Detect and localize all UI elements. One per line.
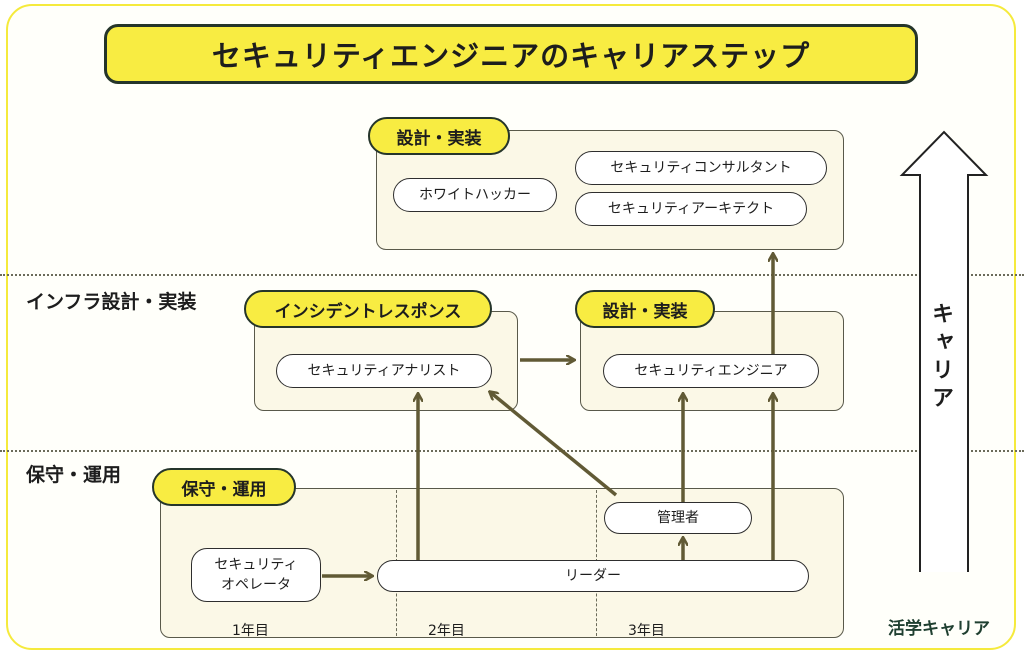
- arrow-manager-to-analyst: [490, 392, 618, 497]
- incident-response-tag: インシデントレスポンス: [244, 290, 492, 328]
- role-security-engineer: セキュリティエンジニア: [603, 354, 819, 388]
- ops-tag: 保守・運用: [152, 468, 296, 506]
- tier-divider-infra: [0, 274, 1024, 276]
- mid-design-tag: 設計・実装: [575, 290, 715, 328]
- top-design-tag: 設計・実装: [368, 117, 510, 155]
- role-leader: リーダー: [377, 560, 809, 592]
- role-security-operator: セキュリティ オペレータ: [191, 548, 321, 602]
- role-manager: 管理者: [604, 502, 752, 534]
- role-security-consultant: セキュリティコンサルタント: [575, 151, 827, 185]
- role-white-hacker: ホワイトハッカー: [393, 178, 557, 212]
- role-security-architect: セキュリティアーキテクト: [575, 192, 807, 226]
- year-label-3: 3年目: [628, 623, 665, 639]
- role-security-analyst: セキュリティアナリスト: [276, 354, 492, 388]
- page-title: セキュリティエンジニアのキャリアステップ: [104, 24, 918, 84]
- tier-divider-ops: [0, 450, 1024, 452]
- brand-logo-text: 活学キャリア: [888, 619, 990, 639]
- career-arrow-label: キャリア: [928, 302, 953, 414]
- tier-label-infra: インフラ設計・実装: [26, 291, 197, 313]
- career-up-arrow: [899, 130, 989, 572]
- tier-label-ops: 保守・運用: [26, 464, 122, 486]
- year-label-1: 1年目: [232, 623, 269, 639]
- year-label-2: 2年目: [428, 623, 465, 639]
